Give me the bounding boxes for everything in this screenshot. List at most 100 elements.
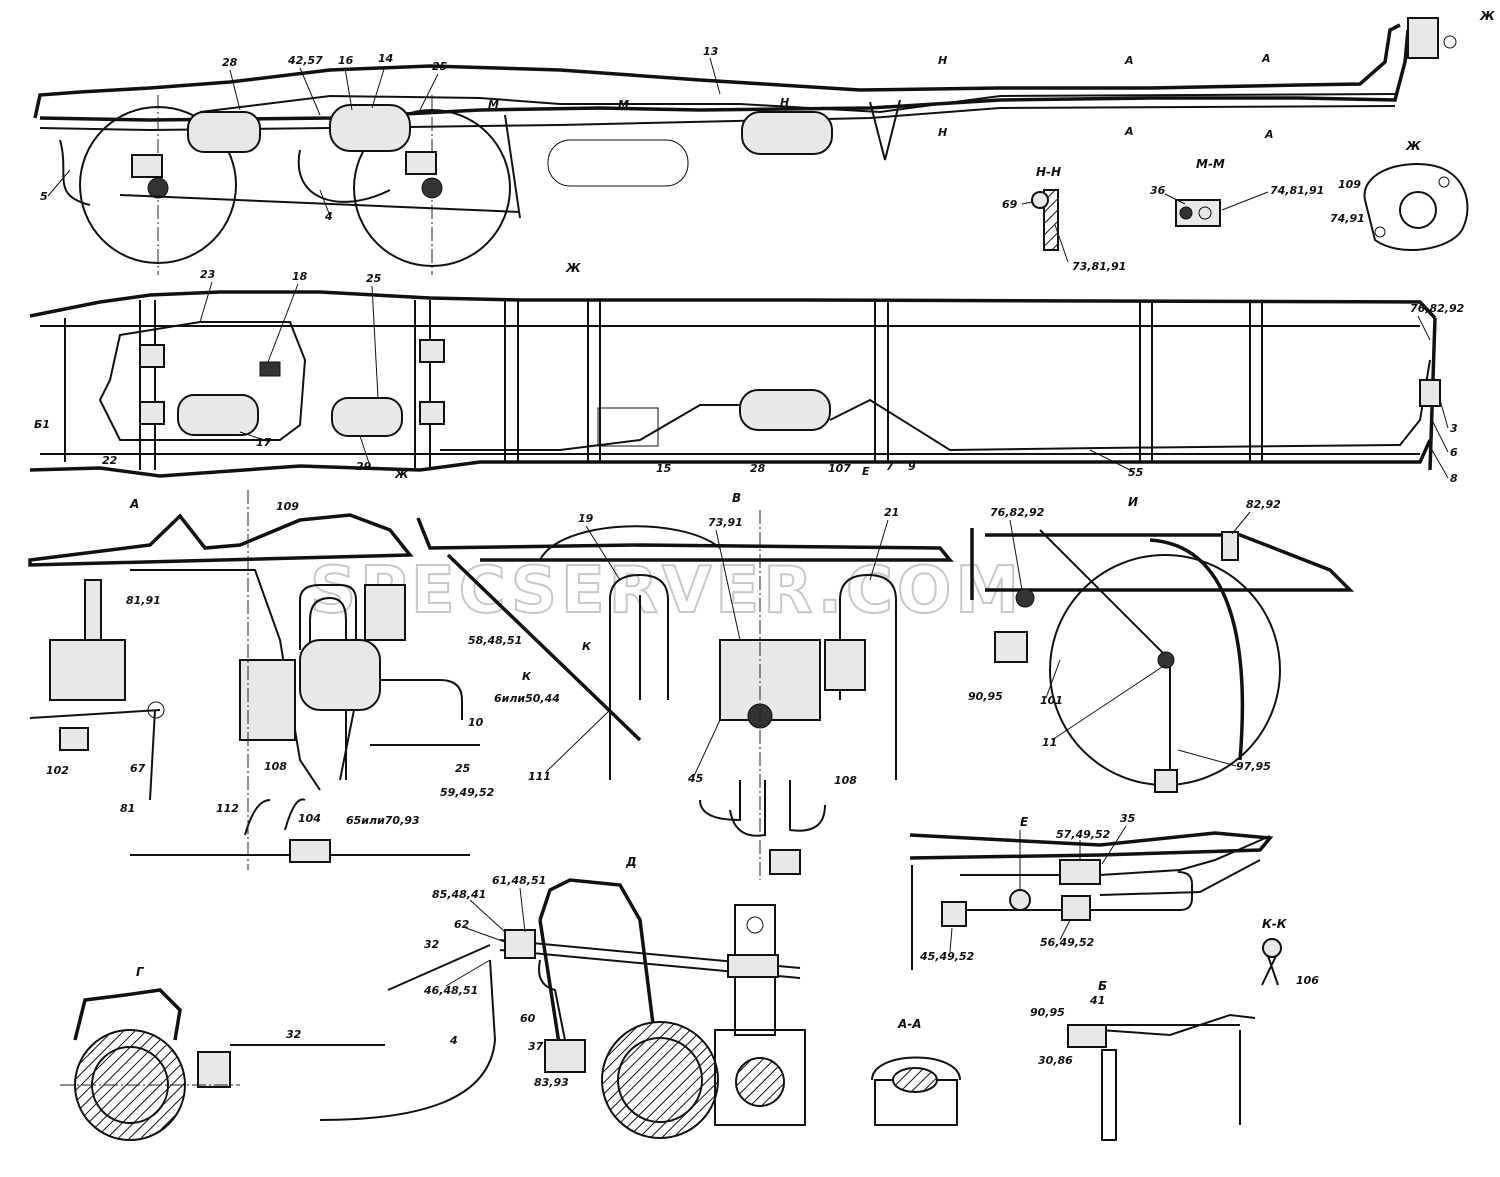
e-fitting-56 <box>1061 895 1091 921</box>
a-brake-chamber <box>49 639 126 701</box>
callout-104: 104 <box>298 812 321 825</box>
section-e-title: Е <box>1020 815 1029 829</box>
callout-90-95-i: 90,95 <box>968 690 1003 703</box>
callout-42-57: 42,57 <box>287 54 323 67</box>
v-frame <box>416 517 954 562</box>
callout-37: 37 <box>528 1040 544 1053</box>
a-hose-10 <box>380 679 463 720</box>
d-upright-hole <box>746 916 764 934</box>
callout-18: 18 <box>292 270 308 283</box>
callout-59-49-52: 59,49,52 <box>440 786 495 799</box>
v-diagonal-rod <box>446 553 642 742</box>
plan-air-line-15 <box>440 404 740 451</box>
detail-k-k: К-К 106 <box>1261 917 1319 987</box>
callout-76-82-92-plan: 76,82,92 <box>1410 302 1465 315</box>
callout-67: 67 <box>130 762 146 775</box>
plan-chamber-fl <box>139 344 165 368</box>
marker-a-top: А <box>1124 54 1134 67</box>
callout-21: 21 <box>884 506 899 519</box>
b-pipe <box>1099 1013 1256 1037</box>
callout-85-48-41: 85,48,41 <box>432 888 486 901</box>
plan-front-frame <box>64 300 431 470</box>
a-pipe-main <box>130 569 321 791</box>
plan-frame-top <box>29 290 1437 320</box>
plan-crossmembers <box>504 300 1263 462</box>
air-tank-16 <box>329 104 411 152</box>
view-d: Д 85,48,41 61,48,51 62 32 46,48,51 4 60 … <box>319 855 806 1139</box>
plan-chamber-rl <box>139 401 165 425</box>
callout-17: 17 <box>256 436 272 449</box>
callout-74-81-91: 74,81,91 <box>1270 184 1324 197</box>
callout-60: 60 <box>520 1012 536 1025</box>
brake-hose-5 <box>59 139 91 206</box>
callout-61-48-51: 61,48,51 <box>492 874 546 887</box>
e-frame <box>909 831 1274 860</box>
detail-n-n: Н-Н 69 73,81,91 <box>1002 165 1126 273</box>
marker-k-2: К <box>582 640 592 653</box>
d-hose-32 <box>387 944 491 991</box>
i-fender <box>1149 538 1245 761</box>
callout-3: 3 <box>1450 422 1458 435</box>
d-axle-bore <box>617 1037 703 1123</box>
d-seat <box>714 1029 806 1126</box>
callout-109: 109 <box>1338 178 1361 191</box>
callout-90-95-b: 90,95 <box>1030 1006 1065 1019</box>
callout-25-plan: 25 <box>366 272 382 285</box>
section-b-title: Б <box>1098 979 1107 993</box>
mm-leaders <box>1164 191 1269 211</box>
air-line-13 <box>199 93 1396 114</box>
mm-bolt <box>1179 206 1193 220</box>
view-i: И 76,82,92 82,92 90,95 101 11 97,95 <box>968 495 1355 793</box>
callout-4-d: 4 <box>449 1034 458 1047</box>
a-frame <box>28 513 414 567</box>
g-frame <box>73 988 182 1041</box>
callout-28: 28 <box>222 56 238 69</box>
detail-a-a: А-А <box>871 1017 961 1126</box>
section-zh-plan-title: Ж <box>565 261 581 275</box>
callout-32-d: 32 <box>424 938 440 951</box>
callout-83-93: 83,93 <box>534 1076 569 1089</box>
nn-leaders <box>1021 201 1069 263</box>
marker-a2-bottom: А <box>1264 128 1274 141</box>
i-hub <box>1157 651 1175 669</box>
section-g-title: Г <box>136 965 145 979</box>
callout-15: 15 <box>656 462 672 475</box>
marker-m-2: М <box>488 98 499 111</box>
callout-111: 111 <box>528 770 551 783</box>
plan-frame-bottom <box>29 439 1432 478</box>
callout-4: 4 <box>324 210 333 223</box>
view-b: Б 90,95 41 30,86 <box>1030 979 1256 1141</box>
axle-hub-2 <box>421 177 443 199</box>
axle-hub-1 <box>147 177 169 199</box>
i-valve-9095 <box>994 631 1028 663</box>
view-e: Е 57,49,52 35 45,49,52 56,49,52 <box>909 812 1274 970</box>
callout-36: 36 <box>1150 184 1166 197</box>
section-v-title: В <box>732 491 741 505</box>
zh-bolt-2 <box>1374 226 1386 238</box>
d-seat-bolt <box>735 1057 785 1107</box>
i-bottom-bolt <box>1154 769 1178 793</box>
mm-pipe <box>1198 206 1212 220</box>
d-valve-37 <box>544 1039 586 1073</box>
e-leaders <box>949 825 1127 953</box>
callout-108-v: 108 <box>834 774 857 787</box>
plan-tank-17 <box>177 394 259 436</box>
callout-97-95: 97,95 <box>1236 760 1271 773</box>
v-valve-block <box>719 639 821 721</box>
callout-69: 69 <box>1002 198 1018 211</box>
callout-73-91: 73,91 <box>708 516 743 529</box>
aa-clamp <box>892 1067 938 1093</box>
leaders-top <box>47 57 721 217</box>
callout-46-48-51: 46,48,51 <box>423 984 478 997</box>
plan-air-loop <box>98 321 307 441</box>
marker-n-bottom: Н <box>938 126 947 139</box>
callout-16: 16 <box>338 54 354 67</box>
i-clamp <box>1015 588 1035 608</box>
aa-cap <box>871 1056 961 1081</box>
callout-74-91: 74,91 <box>1330 212 1365 225</box>
g-clamp <box>197 1051 231 1088</box>
side-brace <box>504 114 521 219</box>
callout-109-a: 109 <box>276 500 299 513</box>
callout-101: 101 <box>1040 694 1063 707</box>
